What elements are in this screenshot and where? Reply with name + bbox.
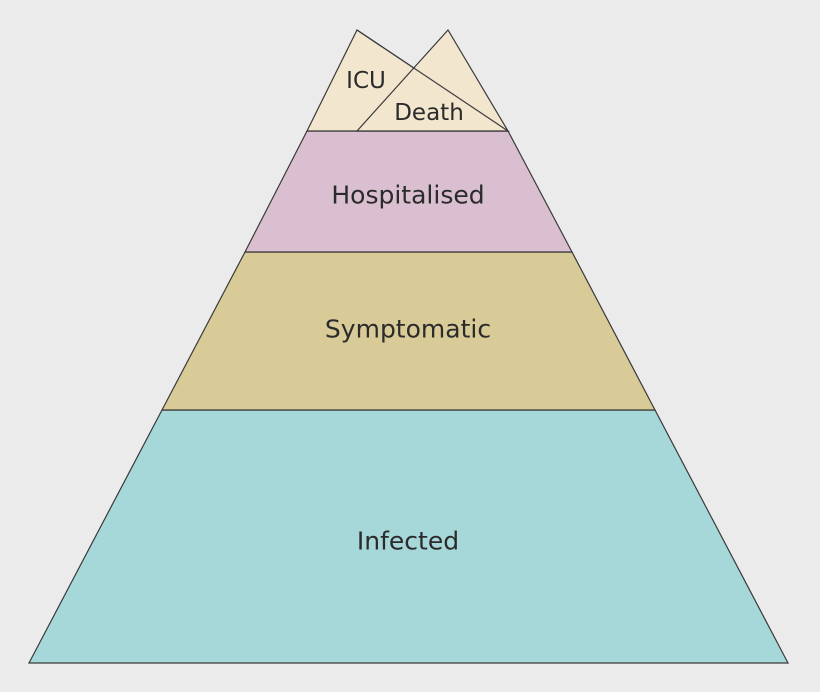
label-hospitalised: Hospitalised xyxy=(331,181,484,210)
peak-icu-edge xyxy=(356,29,509,132)
label-symptomatic: Symptomatic xyxy=(325,315,491,344)
label-death: Death xyxy=(394,100,464,126)
label-icu: ICU xyxy=(346,68,386,94)
label-infected: Infected xyxy=(357,527,459,556)
